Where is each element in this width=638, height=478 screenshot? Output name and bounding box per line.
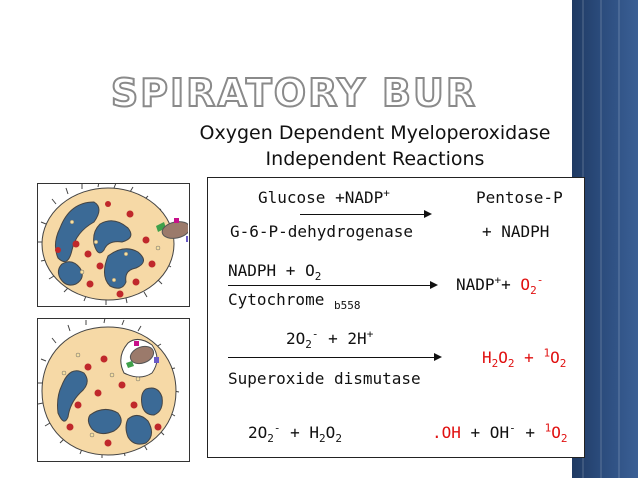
reaction2-product-b-sub: 2 (530, 284, 537, 298)
reaction4-rhs-b-sup: - (509, 421, 516, 435)
hydroxyl-radical: .OH (432, 423, 461, 442)
reaction2-product-plus: + (501, 275, 521, 294)
reaction3-product-b-sub: 2 (559, 357, 567, 371)
reaction2-product-a: NADP (456, 275, 495, 294)
reaction1-enzyme: G-6-P-dehydrogenase (230, 222, 414, 241)
reaction3-product-a2-sub: 2 (507, 357, 515, 371)
reactions-box: Glucose +NADP+ G-6-P-dehydrogenase Pento… (207, 177, 585, 458)
singlet-oxygen: 1O2 (544, 421, 568, 446)
reaction3-product-a2: O (498, 348, 508, 367)
reaction2-substrate-sub: 2 (314, 270, 322, 284)
reaction2-enzyme-sub: b558 (333, 299, 361, 313)
reaction3-substrate-a-sub: 2 (305, 338, 312, 352)
reaction4-lhs-b-sub: 2 (319, 432, 326, 446)
reaction1-substrate: Glucose +NADP+ (258, 186, 390, 207)
reaction4-lhs-b2: O (325, 423, 336, 442)
reaction3-substrate-b-sup: + (366, 327, 374, 341)
reaction2-enzyme-text: Cytochrome (228, 290, 325, 309)
neutrophil-illustration-top (38, 181, 191, 305)
reaction3-product-a: H (482, 348, 492, 367)
reaction4-lhs-a-sup: - (273, 421, 281, 435)
reaction3-enzyme: Superoxide dismutase (228, 369, 421, 388)
reaction3-arrow (228, 353, 442, 361)
reaction1-product-line1: Pentose-P (476, 188, 563, 207)
subtitle-line-1: Oxygen Dependent Myeloperoxidase (199, 122, 551, 144)
reaction4-rhs-plus1: + OH (460, 423, 510, 442)
reaction3-product-b: O (550, 348, 560, 367)
reaction4-lhs-a: 2O (248, 423, 268, 442)
reaction4-rhs-c-sub: 2 (560, 432, 568, 446)
neutrophil-panel-bottom (37, 317, 190, 462)
reaction1-substrate-text: Glucose +NADP (258, 188, 384, 207)
svg-text:RESPIRATORY BURST: RESPIRATORY BURST (108, 71, 478, 114)
reaction4-rhs-c-pre: 1 (544, 421, 552, 435)
reaction1-substrate-sup: + (383, 186, 390, 200)
neutrophil-illustration-bottom (37, 317, 180, 458)
reaction3-product-b-pre: 1 (543, 346, 551, 360)
reaction4-rhs-c: O (551, 423, 561, 442)
reaction2-substrate-text: NADPH + O (228, 261, 315, 280)
reaction4-lhs-a-sub: 2 (267, 432, 274, 446)
reaction1-product-line2: + NADPH (482, 222, 550, 241)
reaction2-product-b-sup: - (536, 273, 544, 287)
reaction3-substrate-a-sup: - (311, 327, 319, 341)
reaction3-substrate: 2O2- + 2H+ (286, 327, 374, 352)
reaction4-lhs-b2-sub: 2 (335, 432, 342, 446)
reaction2-product: NADP++ O2- (456, 273, 544, 298)
reaction4-lhs-plus: + H (280, 423, 320, 442)
reaction3-product-plus: + (514, 348, 544, 367)
reaction2-product-b: O (520, 275, 531, 294)
reaction1-arrow (300, 210, 432, 218)
reaction3-product-a-sub: 2 (491, 357, 499, 371)
reaction2-product-a-sup: + (494, 273, 502, 287)
reaction4-lhs: 2O2- + H2O2 (248, 421, 342, 446)
reaction2-substrate: NADPH + O2 (228, 261, 322, 284)
subtitle-line-2: Independent Reactions (265, 148, 485, 170)
reaction2-arrow (228, 281, 438, 289)
reaction4-rhs: .OH + OH- + 1O2 (432, 421, 568, 446)
neutrophil-panel-top (37, 181, 191, 307)
reaction3-substrate-plus: + 2H (318, 329, 367, 348)
slide-subtitle: Oxygen Dependent Myeloperoxidase Indepen… (160, 120, 590, 172)
reaction3-product: H2O2 + 1O2 (482, 346, 567, 371)
superoxide-product: O2- (520, 273, 544, 298)
reaction3-substrate-a: 2O (286, 329, 306, 348)
slide-title: RESPIRATORY BURST (108, 70, 478, 114)
reaction4-rhs-plus2: + (515, 423, 545, 442)
reaction2-enzyme: Cytochrome b558 (228, 290, 361, 313)
